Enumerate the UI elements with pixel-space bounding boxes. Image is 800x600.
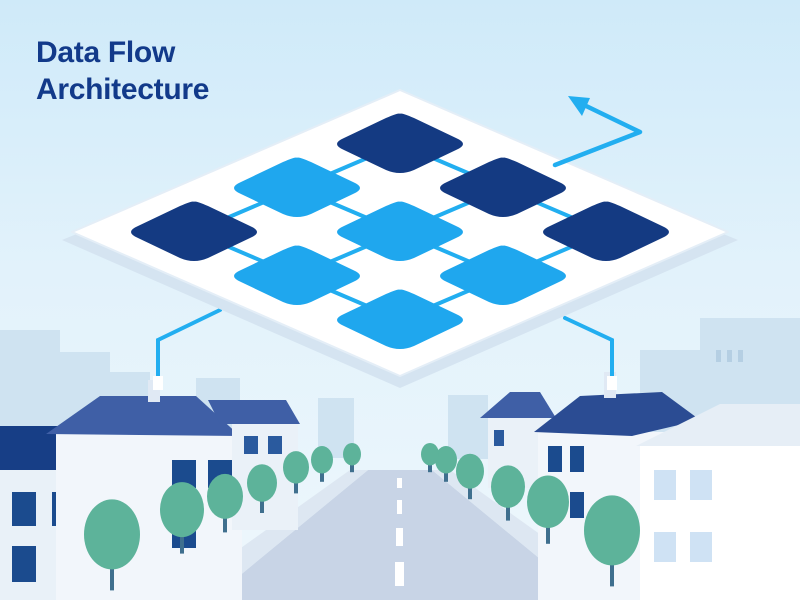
tile-r1-c0: [234, 157, 360, 217]
tree-crown: [207, 473, 243, 519]
page-title: Data Flow Architecture: [36, 34, 209, 108]
tile-r2-c0: [131, 201, 257, 261]
tree-crown: [421, 442, 439, 466]
tile-r0-c1: [440, 157, 566, 217]
tree-crown: [456, 453, 484, 489]
houses-left: [0, 380, 300, 600]
up-arrow-icon: [552, 96, 643, 168]
data-pipe-right: [563, 316, 614, 382]
tree-crown: [160, 482, 204, 538]
tile-r1-c2: [440, 245, 566, 305]
trees: [84, 442, 640, 591]
title-line-2: Architecture: [36, 73, 210, 106]
tile-r0-c2: [543, 201, 669, 261]
tree-crown: [247, 464, 277, 502]
skyline-windows: [716, 350, 743, 362]
tree-crown: [584, 495, 640, 566]
tree-crown: [491, 465, 525, 508]
tile-r2-c2: [337, 289, 463, 349]
tile-r0-c0: [337, 113, 463, 173]
tree-crown: [283, 451, 309, 484]
chimney-stubs: [153, 376, 617, 390]
tree-crown: [343, 442, 361, 466]
tile-r1-c1: [337, 201, 463, 261]
tree-crown: [527, 475, 569, 529]
road-markings: [395, 478, 404, 586]
title-line-1: Data Flow: [36, 36, 175, 69]
tree-crown: [311, 446, 333, 474]
tree-crown: [435, 446, 457, 474]
data-pipes: [156, 308, 614, 382]
tile-r2-c1: [234, 245, 360, 305]
tree-crown: [84, 499, 140, 570]
data-pipe-left: [156, 308, 222, 380]
